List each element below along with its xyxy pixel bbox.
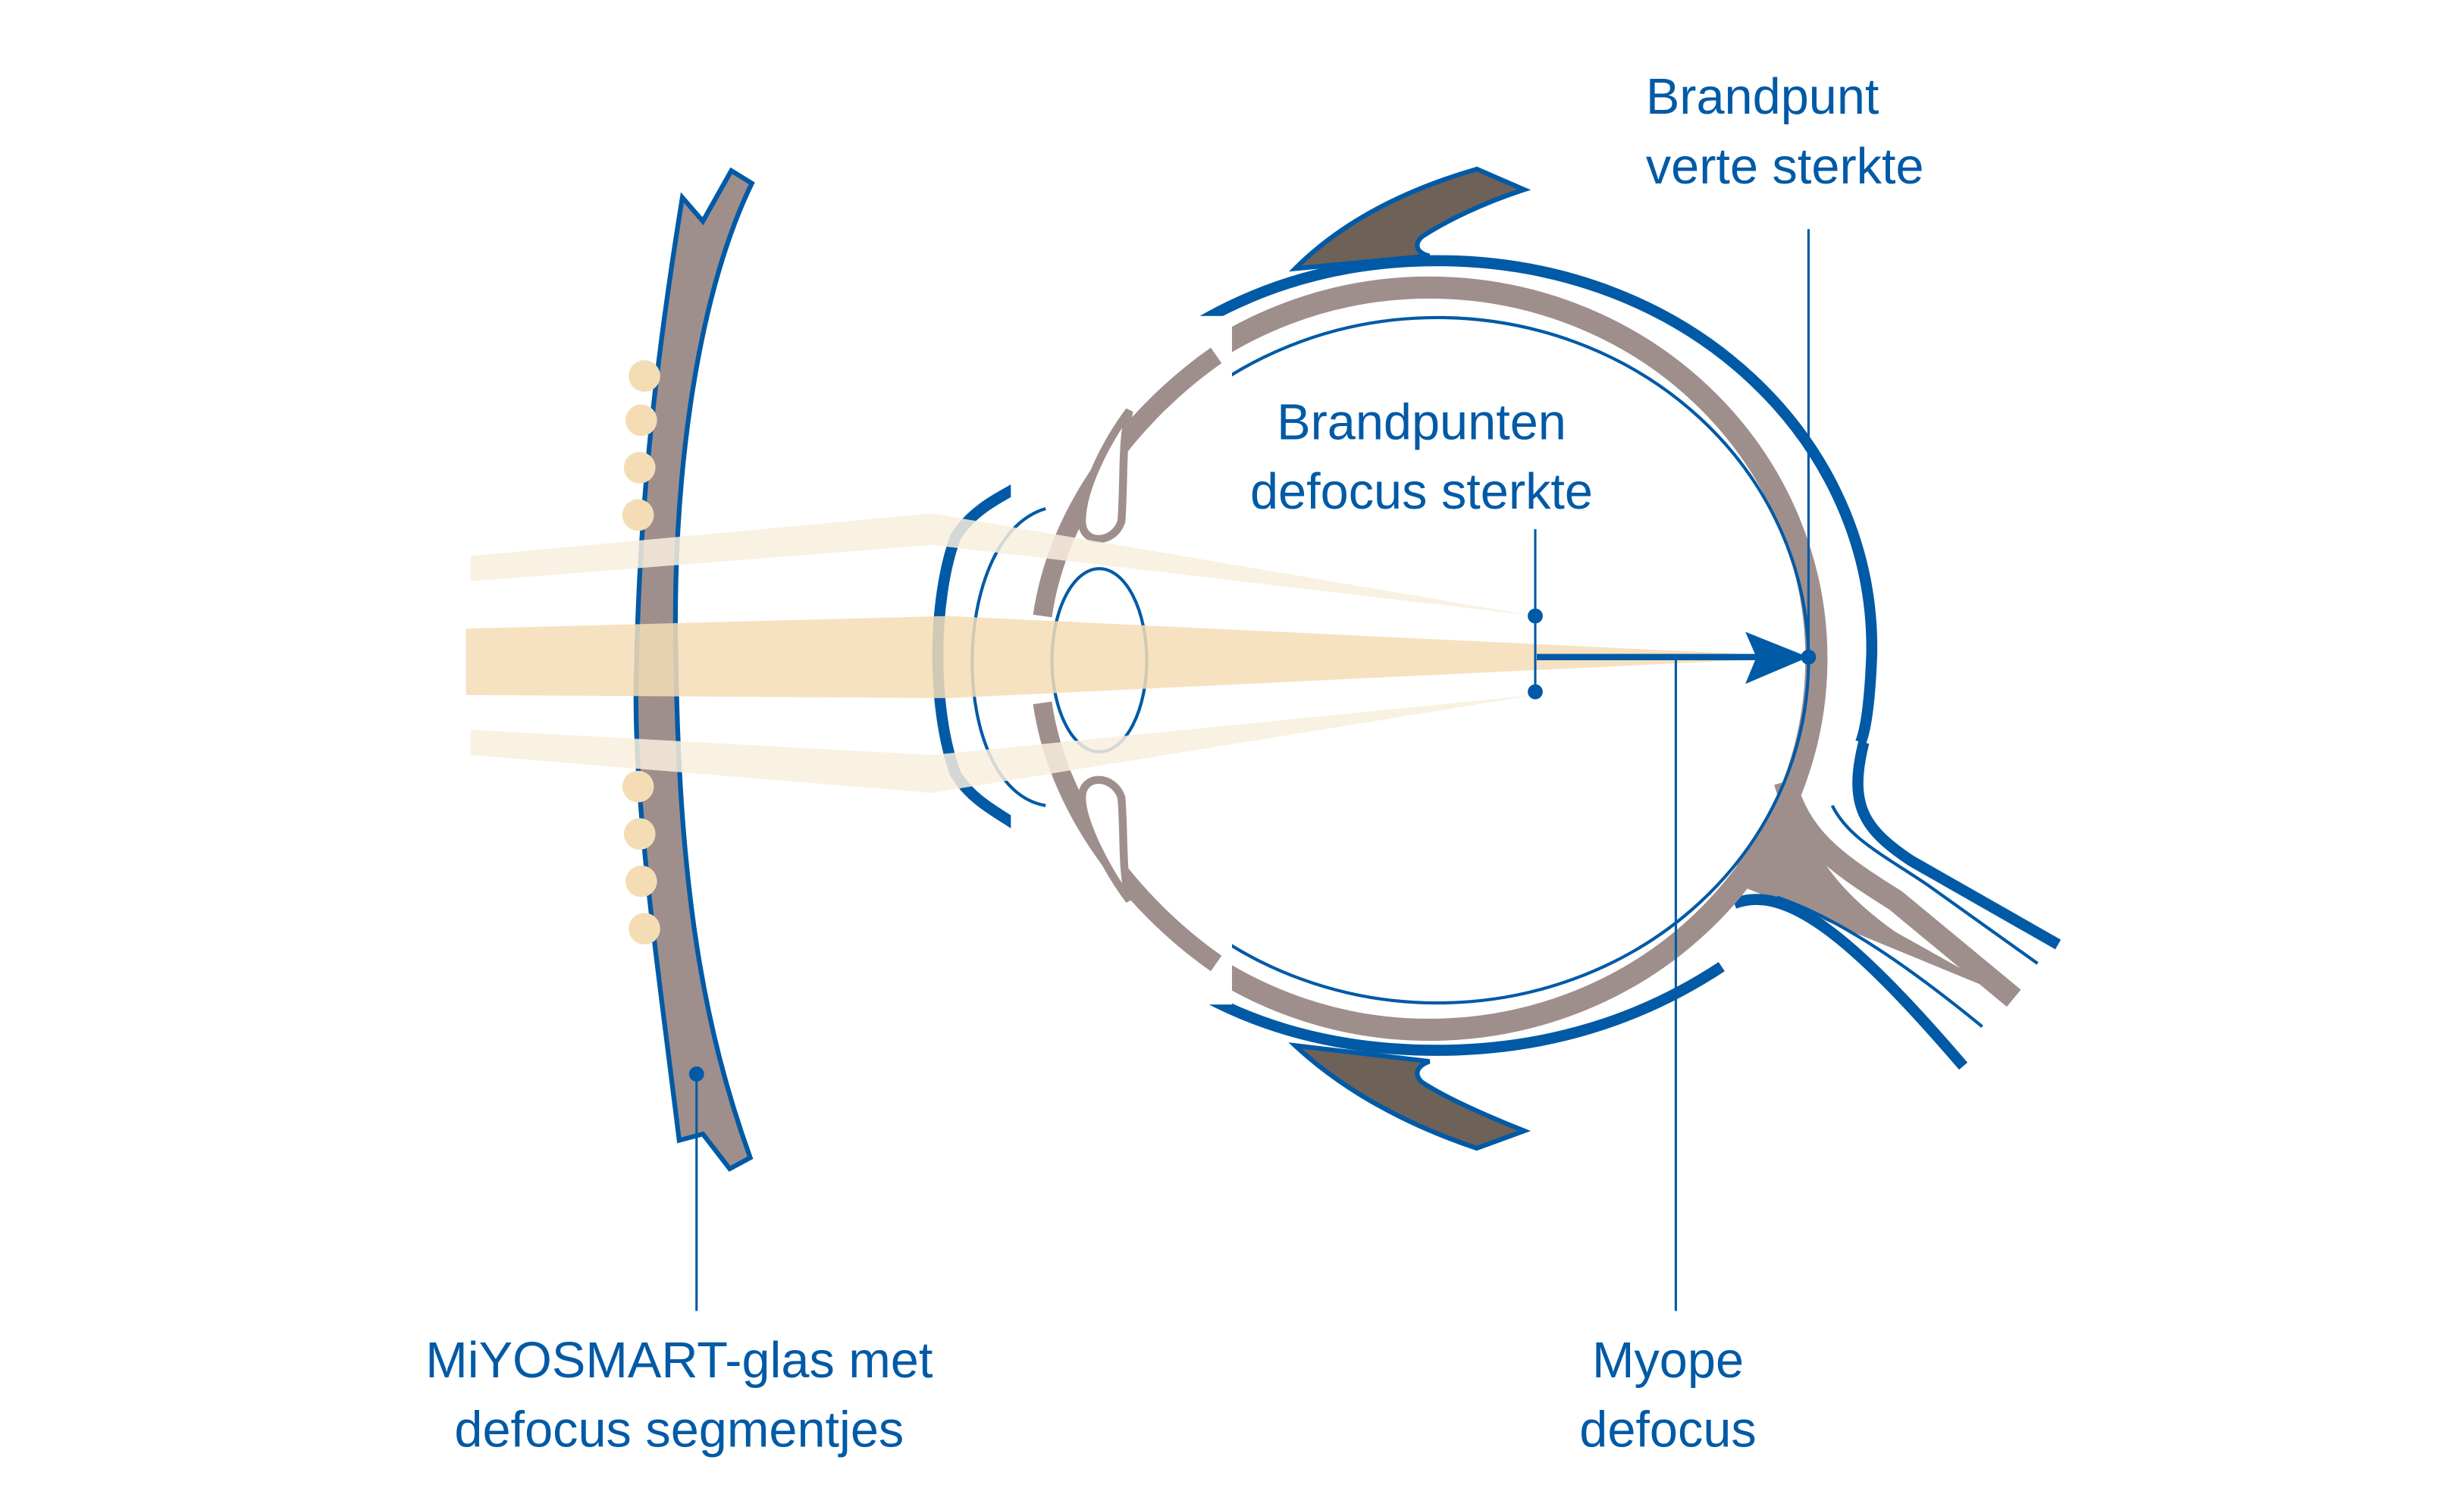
focus-arrow-head	[1745, 631, 1809, 685]
upper-eyelid	[1288, 166, 1531, 272]
myopic-defocus-label-1: Myope	[1592, 1333, 1744, 1389]
ciliary-body-top	[1077, 408, 1133, 544]
defocus-focus-label-2: defocus sterkte	[1250, 464, 1593, 520]
defocus-focus-label-1: Brandpunten	[1277, 394, 1566, 450]
lens-label-2: defocus segmentjes	[454, 1402, 904, 1458]
main-beam	[466, 616, 1809, 698]
myopic-defocus-label-2: defocus	[1579, 1402, 1756, 1458]
leader-lines	[688, 229, 1817, 1311]
defocus-segments	[622, 360, 660, 945]
far-focus-label-1: Brandpunt	[1646, 69, 1879, 125]
ciliary-body-bottom	[1077, 775, 1133, 903]
lower-eyelid	[1288, 1042, 1531, 1151]
upper-defocus-beam	[470, 513, 1536, 616]
lens-label-1: MiYOSMART-glas met	[425, 1333, 933, 1389]
far-focus-label-2: verte sterkte	[1646, 139, 1924, 195]
lower-defocus-beam	[470, 694, 1536, 793]
